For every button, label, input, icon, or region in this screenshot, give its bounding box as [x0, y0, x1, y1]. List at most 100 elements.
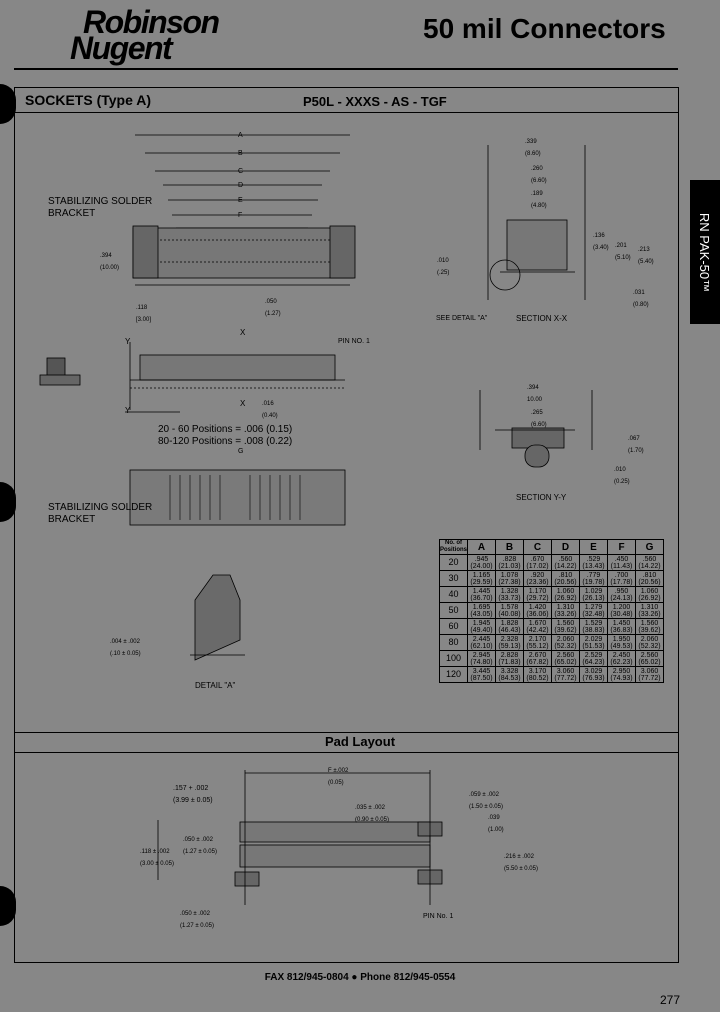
- punch-hole-middle: [0, 482, 16, 522]
- footer-phone: Phone 812/945-0554: [360, 972, 456, 983]
- punch-hole-bottom: [0, 886, 16, 926]
- dim-118: .118 [3.00]: [136, 305, 152, 323]
- table-cell: 1.029 (26.13): [579, 586, 609, 603]
- table-cell: .945 (24.00): [467, 554, 497, 571]
- footer-fax: FAX 812/945-0804: [264, 972, 349, 983]
- table-cell: 1.560 (39.62): [635, 618, 665, 635]
- pad-layout-title: Pad Layout: [324, 734, 396, 749]
- dim-050: .050 (1.27): [265, 299, 281, 317]
- table-cell: 3.170 (80.52): [523, 666, 553, 683]
- dim-letter-e: E: [238, 197, 243, 204]
- table-cell: 1.165 (29.59): [467, 570, 497, 587]
- table-cell-positions: 100: [438, 650, 469, 667]
- table-cell: .810 (20.56): [635, 570, 665, 587]
- table-header-a: A: [467, 539, 497, 555]
- axis-y-bottom: Y: [125, 406, 131, 415]
- tolerance-line-2: 80-120 Positions = .008 (0.22): [158, 436, 293, 447]
- table-cell: 2.445 (62.10): [467, 634, 497, 651]
- dim-031: .031 (0.80): [633, 290, 649, 308]
- table-cell: .779 (19.78): [579, 570, 609, 587]
- table-cell: .950 (24.13): [607, 586, 637, 603]
- table-cell: 2.029 (51.53): [579, 634, 609, 651]
- table-cell: 1.420 (36.06): [523, 602, 553, 619]
- label-detail-a: DETAIL "A": [195, 681, 236, 690]
- footer-bullet: ●: [351, 972, 358, 983]
- pad-dim-157: .157 + .002 (3.99 ± 0.05): [173, 785, 213, 804]
- pad-layout-bottom-rule: [15, 752, 678, 753]
- table-cell-positions: 30: [438, 570, 469, 587]
- table-row: 20.945 (24.00).828 (21.03).670 (17.02).5…: [438, 554, 665, 571]
- dim-201: .201 (5.10): [615, 243, 631, 261]
- pad-dim-216: .216 ± .002 (5.50 ± 0.05): [504, 854, 538, 872]
- table-cell: 1.170 (29.72): [523, 586, 553, 603]
- dim-010b: .010 (0.25): [614, 467, 630, 485]
- table-cell: 2.945 (74.80): [467, 650, 497, 667]
- table-cell-positions: 120: [438, 666, 469, 683]
- pad-dim-050b: .050 ± .002 (1.27 ± 0.05): [180, 911, 214, 929]
- label-stabilizing-bracket-top: STABILIZING SOLDER BRACKET: [48, 196, 153, 219]
- table-cell: 3.445 (87.50): [467, 666, 497, 683]
- pad-dim-039: .039 (1.00): [488, 815, 504, 833]
- table-cell: 1.060 (26.92): [635, 586, 665, 603]
- table-cell: 2.328 (59.13): [495, 634, 525, 651]
- table-cell: .828 (21.03): [495, 554, 525, 571]
- footer-contact: FAX 812/945-0804 ● Phone 812/945-0554: [0, 972, 720, 983]
- table-cell: 1.060 (26.92): [551, 586, 581, 603]
- side-tab: [690, 180, 720, 324]
- table-cell-positions: 60: [438, 618, 469, 635]
- table-cell: 2.529 (64.23): [579, 650, 609, 667]
- table-cell: .670 (17.02): [523, 554, 553, 571]
- dim-265: .265 (6.60): [531, 410, 547, 428]
- dim-136: .136 (3.40): [593, 233, 609, 251]
- table-cell: 1.310 (33.26): [635, 602, 665, 619]
- axis-x-top: X: [240, 328, 246, 337]
- table-cell: 2.060 (52.32): [551, 634, 581, 651]
- table-header-c: C: [523, 539, 553, 555]
- table-cell: 2.560 (65.02): [635, 650, 665, 667]
- dim-213: .213 (5.40): [638, 247, 654, 265]
- table-cell-positions: 80: [438, 634, 469, 651]
- page-title: 50 mil Connectors: [423, 13, 666, 44]
- section-title: SOCKETS (Type A): [25, 92, 152, 108]
- table-cell: .560 (14.22): [551, 554, 581, 571]
- table-cell: 2.950 (74.93): [607, 666, 637, 683]
- dim-339: .339 (8.60): [525, 139, 541, 157]
- table-cell: 1.578 (40.08): [495, 602, 525, 619]
- table-header-f: F: [607, 539, 637, 555]
- dim-010: .010 (.25): [437, 258, 450, 276]
- label-see-detail: SEE DETAIL "A": [436, 315, 488, 322]
- section-rule: [15, 112, 678, 113]
- label-stabilizing-bracket-bottom: STABILIZING SOLDER BRACKET: [48, 502, 153, 525]
- dim-016: .016 (0.40): [262, 401, 278, 419]
- page-number: 277: [660, 993, 681, 1007]
- dim-189: .189 (4.80): [531, 191, 547, 209]
- table-header-d: D: [551, 539, 581, 555]
- dimension-table: No. of Positions A B C D E F G 20.945 (2…: [438, 539, 665, 683]
- dim-letter-b: B: [238, 150, 243, 157]
- pad-pin-no1: PIN No. 1: [423, 913, 454, 920]
- table-cell: .700 (17.78): [607, 570, 637, 587]
- table-cell: 2.170 (55.12): [523, 634, 553, 651]
- table-cell: 1.310 (33.26): [551, 602, 581, 619]
- table-cell: 1.328 (33.73): [495, 586, 525, 603]
- table-cell: 1.450 (36.83): [607, 618, 637, 635]
- company-logo-line2: Nugent: [70, 30, 173, 66]
- table-cell: 2.560 (65.02): [551, 650, 581, 667]
- dim-letter-a: A: [238, 132, 243, 139]
- table-cell: 3.328 (84.53): [495, 666, 525, 683]
- header-rule: [14, 68, 678, 70]
- axis-y-top: Y: [125, 337, 131, 346]
- dim-letter-c: C: [238, 168, 244, 175]
- table-cell: 2.828 (71.83): [495, 650, 525, 667]
- dim-letter-g: G: [238, 448, 244, 455]
- dim-004: .004 ± .002 (.10 ± 0.05): [110, 639, 141, 657]
- dim-394b: .394 10.00: [527, 385, 543, 403]
- pad-dim-059: .059 ± .002 (1.50 ± 0.05): [469, 792, 503, 810]
- table-cell: 1.950 (49.53): [607, 634, 637, 651]
- pad-dim-035: .035 ± .002 (0.90 ± 0.05): [355, 805, 389, 823]
- table-cell: 1.078 (27.38): [495, 570, 525, 587]
